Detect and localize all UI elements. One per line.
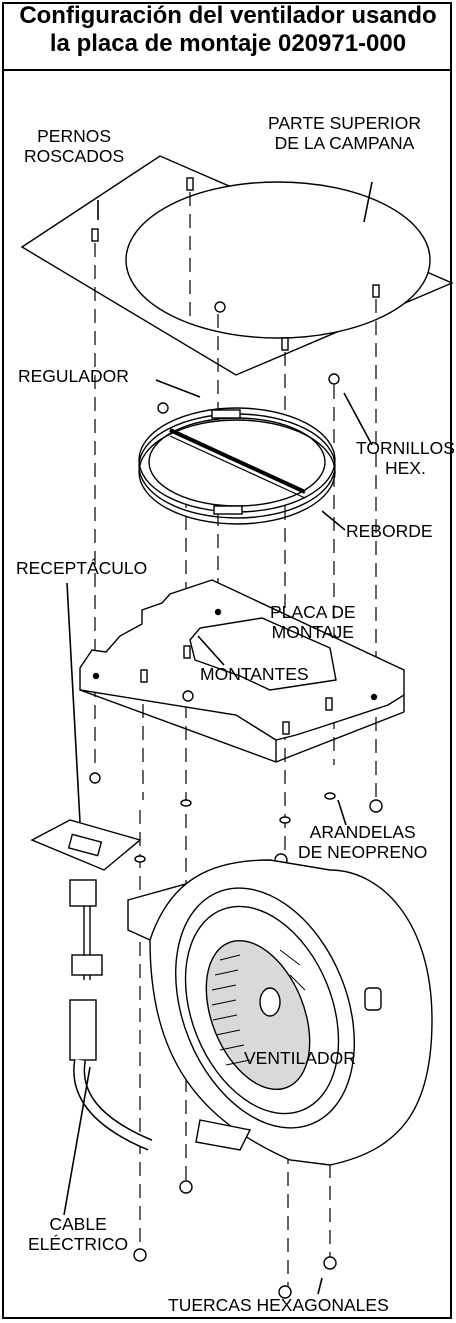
receptacle-box	[30, 772, 142, 871]
title-line-1: Configuración del ventilador usando	[19, 2, 437, 29]
label-collar: REBORDE	[346, 521, 433, 541]
label-power-cord: CABLE ELÉCTRICO	[28, 1214, 129, 1254]
label-threaded-bolts: PERNOS ROSCADOS	[24, 126, 125, 166]
neoprene-washers	[134, 792, 336, 863]
blower-fan	[127, 859, 433, 1166]
power-cord	[69, 879, 153, 1151]
diagram-title: Configuración del ventilador usando la p…	[0, 2, 456, 58]
label-damper: REGULADOR	[18, 366, 129, 386]
label-neoprene-washers: ARANDELAS DE NEOPRENO	[298, 822, 428, 862]
label-hex-screws: TORNILLOS HEX.	[356, 438, 455, 478]
stud	[183, 645, 191, 659]
threaded-bolts	[91, 177, 380, 351]
hood-top-plate	[20, 155, 454, 376]
stud	[140, 669, 148, 683]
hood-opening	[125, 181, 431, 339]
stud	[282, 721, 290, 735]
label-hood-top: PARTE SUPERIOR DE LA CAMPANA	[268, 113, 421, 153]
label-mounting-plate: PLACA DE MONTAJE	[270, 602, 356, 642]
label-studs: MONTANTES	[200, 664, 309, 684]
title-line-2: la placa de montaje 020971-000	[49, 30, 407, 57]
mounting-plate	[79, 579, 405, 763]
label-hex-nuts: TUERCAS HEXAGONALES	[168, 1295, 389, 1315]
damper-collar	[138, 407, 336, 525]
label-receptacle: RECEPTÁCULO	[16, 558, 148, 578]
hex-screws	[157, 373, 340, 414]
leader-lines	[63, 181, 373, 1295]
label-blower: VENTILADOR	[244, 1048, 356, 1068]
stud	[325, 697, 333, 711]
